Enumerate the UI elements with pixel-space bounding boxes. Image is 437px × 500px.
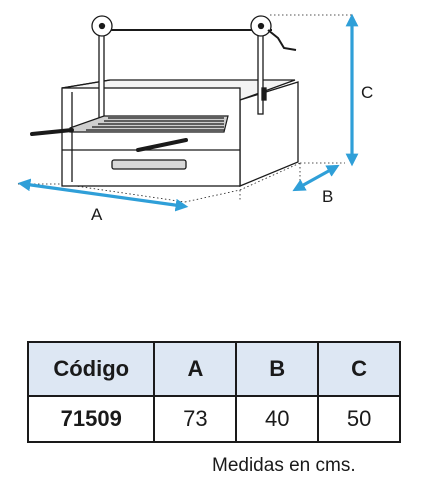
dimension-c-label: C — [361, 83, 373, 102]
dimension-a-label: A — [91, 205, 103, 224]
table-row: 71509 73 40 50 — [26, 395, 401, 443]
grill-grate — [30, 115, 229, 152]
header-a: A — [153, 341, 238, 397]
header-b: B — [235, 341, 320, 397]
dimension-a-arrow — [17, 178, 189, 212]
dimension-arrows — [17, 13, 359, 212]
spit-assembly — [91, 15, 297, 131]
barbecue-diagram: A B C — [17, 13, 373, 224]
dimension-b-label: B — [322, 187, 333, 206]
dimension-b-arrow — [292, 164, 340, 192]
header-code: Código — [26, 341, 156, 397]
header-c: C — [317, 341, 401, 397]
cell-code: 71509 — [26, 395, 156, 443]
measurement-unit-note: Medidas en cms. — [212, 455, 356, 476]
cell-c: 50 — [317, 395, 401, 443]
table-header-row: Código A B C — [26, 341, 401, 397]
cell-a: 73 — [153, 395, 238, 443]
spec-table: Código A B C 71509 73 40 50 — [26, 341, 401, 443]
cell-b: 40 — [235, 395, 320, 443]
